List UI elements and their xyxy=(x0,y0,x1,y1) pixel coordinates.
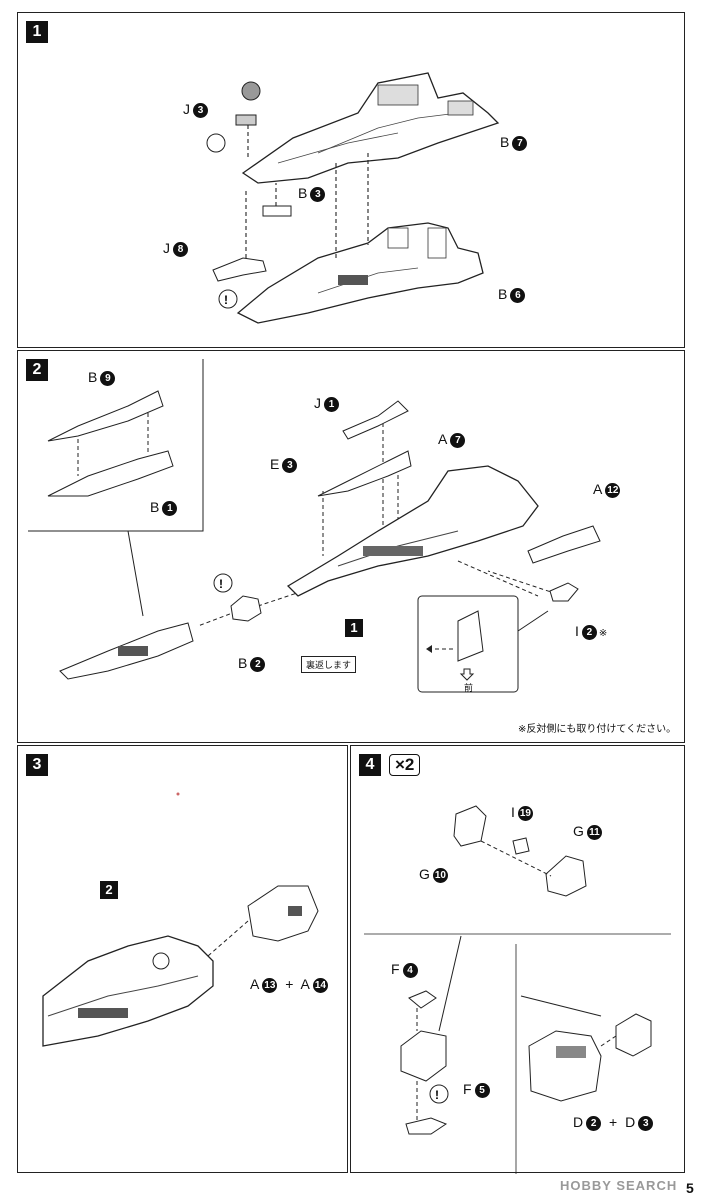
flip-tag: 裏返します xyxy=(301,656,357,673)
part-j8 xyxy=(212,257,267,282)
part-e3 xyxy=(317,450,412,497)
part-i19 xyxy=(512,837,530,855)
hull-assembly xyxy=(286,465,539,597)
front-label: 前 xyxy=(464,684,474,694)
cut-icon xyxy=(206,133,226,153)
part-a12 xyxy=(527,525,601,564)
part-f5 xyxy=(405,1117,448,1135)
hull-upper-part xyxy=(241,72,500,184)
caution-icon xyxy=(218,289,238,309)
sticker-icon xyxy=(241,81,261,101)
part-j3 xyxy=(235,114,257,126)
subassembly-g xyxy=(400,1030,447,1082)
svg-text:!: ! xyxy=(219,577,223,591)
watermark: HOBBY SEARCH xyxy=(560,1178,678,1193)
part-b2 xyxy=(230,595,262,622)
part-b1 xyxy=(47,450,174,497)
part-i2 xyxy=(549,582,579,602)
ref-step-2: 2 xyxy=(100,881,118,899)
step-2-panel: 2 ! xyxy=(17,350,685,743)
step-3-diagram xyxy=(42,792,319,1047)
ref-step-1: 1 xyxy=(345,619,363,637)
part-f4 xyxy=(408,990,437,1009)
hull-lower-part xyxy=(236,222,484,324)
svg-text:!: ! xyxy=(435,1088,439,1102)
step-3-number: 3 xyxy=(26,754,48,776)
step-1-diagram: ! xyxy=(206,72,500,324)
multiplier-badge: ×2 xyxy=(389,754,421,776)
caution-icon xyxy=(213,573,233,593)
page-number: 5 xyxy=(686,1180,694,1196)
step-4-diagram: ! xyxy=(364,805,671,1174)
part-g11 xyxy=(545,855,587,897)
part-b9 xyxy=(47,390,164,442)
svg-text:!: ! xyxy=(224,293,228,307)
step-4-number: 4 xyxy=(359,754,381,776)
caution-icon xyxy=(429,1084,449,1104)
step-1-number: 1 xyxy=(26,21,48,43)
part-b3 xyxy=(262,205,292,217)
part-g10 xyxy=(453,805,487,847)
step-2-diagram: ! xyxy=(28,359,601,693)
step-2-number: 2 xyxy=(26,359,48,381)
part-a13-a14 xyxy=(247,885,319,942)
opposite-side-note: ※反対側にも取り付けてください。 xyxy=(518,724,677,735)
part-d2-d3-block xyxy=(528,1030,602,1102)
hull-front-assembly xyxy=(42,935,214,1047)
part-j1 xyxy=(342,400,409,440)
